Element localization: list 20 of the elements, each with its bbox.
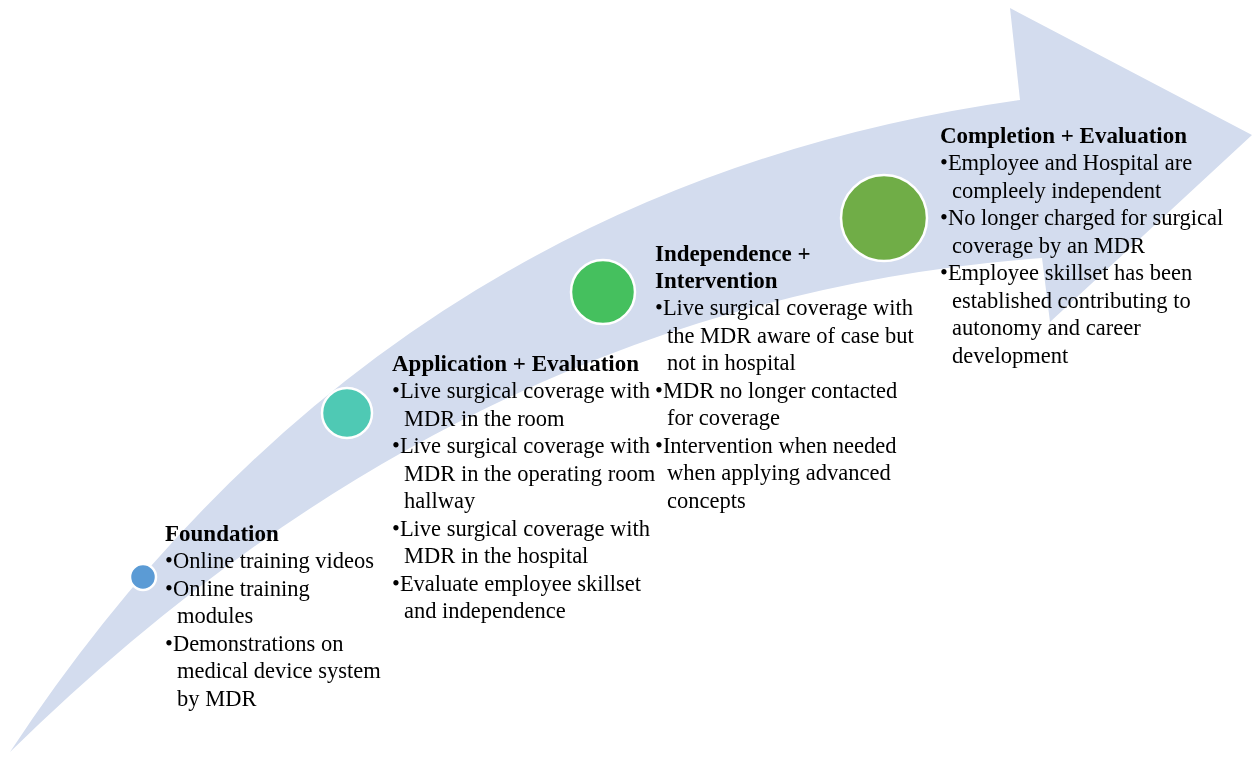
bullet-point: •Live surgical coverage with the MDR aware of case but not in hospital bbox=[655, 294, 915, 377]
bullet-point: •MDR no longer contacted for coverage bbox=[655, 376, 899, 432]
bullet-point: •Employee skillset has been established contributing to autonomy and career development bbox=[940, 259, 1194, 369]
bullet-point: •Live surgical coverage with MDR in the hospital bbox=[392, 514, 651, 570]
bullet-point: •Demonstrations on medical device system by MDR bbox=[165, 629, 382, 712]
stage-circle bbox=[568, 257, 638, 327]
bullet-point: •Online training modules bbox=[165, 574, 311, 630]
bullet-point: •Intervention when needed when applying advanced concepts bbox=[655, 431, 898, 514]
bullet-point: •Online training videos bbox=[165, 547, 376, 575]
bullet-point: •Live surgical coverage with MDR in the room bbox=[392, 377, 651, 432]
bullet-point: •Live surgical coverage with MDR in the operating room hallway bbox=[392, 432, 656, 515]
stage-heading: Application + Evaluation bbox=[392, 350, 640, 377]
bullet-point: •Evaluate employee skillset and independence bbox=[392, 569, 643, 625]
stage-circle bbox=[838, 172, 930, 264]
bullet-point: •No longer charged for surgical coverage by an MDR bbox=[940, 204, 1225, 259]
stage-heading: Foundation bbox=[165, 520, 280, 547]
stage-heading: Independence + Intervention bbox=[655, 240, 812, 294]
stage-heading: Completion + Evaluation bbox=[940, 122, 1188, 149]
stage-circle bbox=[319, 385, 375, 441]
bullet-point: •Employee and Hospital are compleely independent bbox=[940, 149, 1194, 204]
